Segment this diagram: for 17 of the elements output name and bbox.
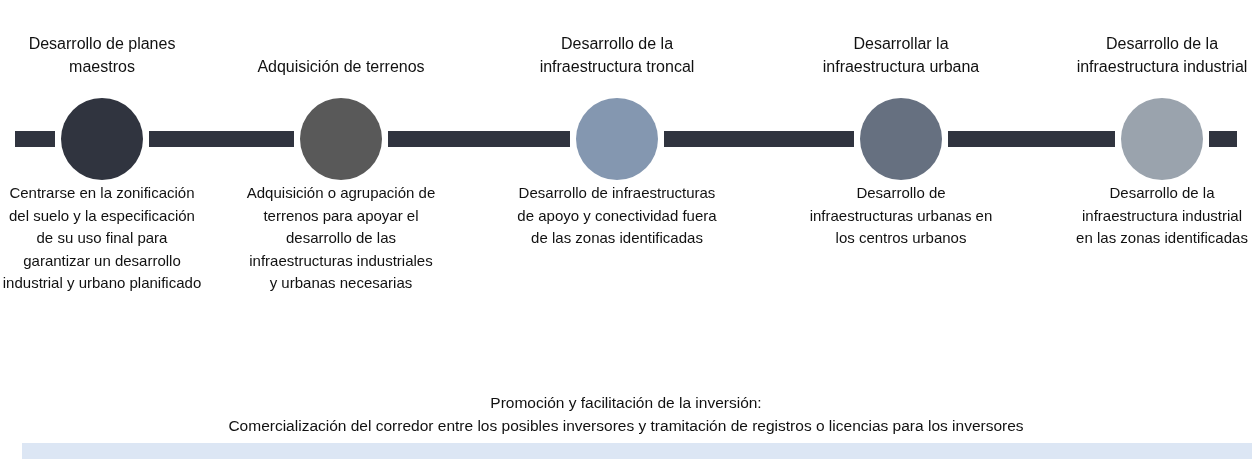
description-text: Desarrollo de infraestructuras de apoyo y conectividad fuera de las zonas identificadas xyxy=(516,183,718,248)
description-text: Centrarse en la zonificación del suelo y la especificación de su uso final para garantizar un desarrollo industrial y urbano planificado xyxy=(2,183,202,293)
milestone-title: Desarrollo de la infraestructura industrial xyxy=(1075,34,1249,77)
timeline-bar xyxy=(15,131,55,147)
description-text: Adquisición o agrupación de terrenos para apoyar el desarrollo de las infraestructuras industriales y urbanas necesarias xyxy=(246,183,436,293)
timeline-bar xyxy=(149,131,294,147)
timeline-bar xyxy=(388,131,570,147)
milestone-title: Desarrollo de planes maestros xyxy=(27,34,177,77)
description-text: Desarrollo de infraestructuras urbanas en los centros urbanos xyxy=(808,183,994,248)
timeline-bar xyxy=(664,131,854,147)
description-text: Comercialización del corredor entre los posibles inversores y tramitación de registros o licencias para los inversores xyxy=(227,416,1025,436)
milestone-title: Desarrollo de la infraestructura troncal xyxy=(538,34,696,77)
heading-text: Promoción y facilitación de la inversión: xyxy=(489,393,763,413)
timeline-bar xyxy=(1209,131,1237,147)
description-text: Desarrollo de la infraestructura industrial en las zonas identificadas xyxy=(1075,183,1249,248)
milestone-title: Adquisición de terrenos xyxy=(256,57,426,77)
milestone-title: Desarrollar la infraestructura urbana xyxy=(821,34,981,77)
